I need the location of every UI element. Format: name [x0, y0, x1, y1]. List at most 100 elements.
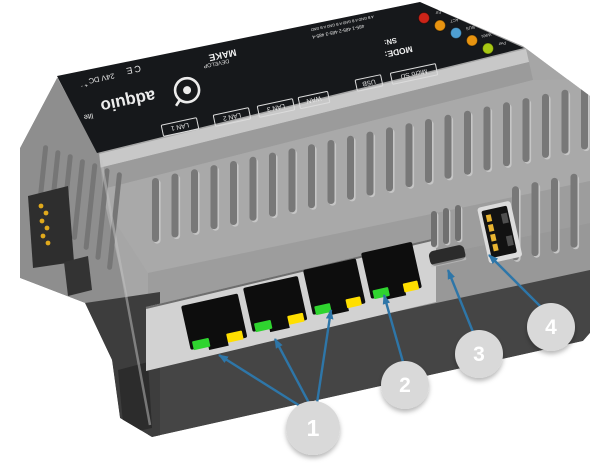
vent-slot: [561, 89, 571, 156]
callout-1-line-b: [273, 338, 311, 404]
vent-slot: [405, 123, 415, 189]
status-led-pwr: [482, 42, 494, 55]
vent-slot: [107, 172, 122, 270]
vent-slot: [425, 119, 434, 185]
vent-slot: [83, 163, 98, 250]
vent-slot: [366, 131, 376, 198]
vent-slot: [269, 152, 278, 219]
din-foot: [118, 362, 152, 434]
vent-slot: [230, 161, 239, 227]
serial-number-label: SN:: [383, 36, 398, 47]
vent-slot: [443, 208, 451, 246]
din-clip-tab: [64, 256, 92, 296]
strip-label-lan3: LAN 3: [256, 98, 296, 118]
callout-1-line-a: [218, 353, 301, 408]
port-led-yellow: [226, 330, 244, 343]
callout-1-line-c: [315, 309, 334, 404]
vent-slot: [483, 106, 493, 173]
svg-text:WAN: WAN: [305, 94, 321, 104]
status-led-bus: [450, 27, 462, 39]
callout-3-line: [446, 269, 475, 333]
corner-highlight: [99, 159, 152, 426]
ethernet-port-wan: [361, 242, 422, 300]
port-led-yellow: [345, 296, 362, 309]
vent-slot: [503, 102, 512, 168]
vent-slot: [581, 85, 590, 152]
variant-text: lite: [83, 111, 94, 122]
vent-slot: [308, 144, 317, 210]
vent-slot: [191, 169, 200, 235]
callout-2-marker: 2: [381, 361, 429, 409]
port-strip-labels: LAN 1 LAN 2 LAN 3 WAN USB Micro SD: [160, 63, 438, 137]
cap-lip: [95, 49, 529, 169]
strip-label-lan2: LAN 2: [212, 107, 252, 127]
ethernet-port-lan2: [243, 276, 308, 333]
callout-2-number: 2: [399, 374, 411, 397]
port-led-yellow: [287, 312, 305, 325]
status-led-wan: [466, 34, 478, 47]
callout-2-line: [382, 294, 405, 363]
ethernet-port-lan1: [181, 293, 247, 351]
callout-1-number: 1: [307, 415, 320, 441]
vent-slot: [71, 159, 85, 240]
port-led-green: [192, 337, 211, 351]
vent-slot: [542, 93, 551, 160]
vent-slot: [386, 127, 395, 193]
bottom-dark-band: [148, 270, 590, 437]
status-leds: Err ACT BUS WAN Pwr: [418, 9, 507, 55]
vent-slot: [570, 173, 580, 250]
callout-4-number: 4: [545, 316, 557, 339]
vent-slot: [551, 177, 560, 254]
status-led-wan-label: WAN: [481, 32, 492, 39]
callout-3-marker: 3: [455, 330, 503, 378]
strip-label-usb: USB: [354, 74, 384, 92]
vent-slot: [464, 110, 473, 177]
vent-slot: [152, 178, 161, 244]
svg-text:LAN 2: LAN 2: [222, 111, 242, 122]
vent-slot: [431, 211, 439, 249]
vent-slot: [347, 135, 356, 202]
callout-3-number: 3: [473, 343, 485, 366]
connector-gold-pins: [38, 203, 51, 246]
usb-port: [477, 201, 522, 264]
callout-4-line: [488, 254, 543, 309]
vent-slot: [171, 173, 181, 240]
vent-slot: [522, 98, 532, 164]
polarity-marks: + -: [80, 81, 88, 88]
vent-slot: [455, 205, 463, 243]
left-side-vents: [36, 145, 122, 270]
status-led-pwr-label: Pwr: [498, 40, 507, 47]
maker-text-secondary: DEVELOP: [203, 57, 230, 68]
status-led-err: [418, 12, 430, 24]
status-led-act-label: ACT: [449, 17, 459, 24]
port-led-yellow: [402, 280, 420, 293]
vent-slot: [288, 148, 298, 214]
side-bus-connector: [28, 186, 74, 268]
vent-slot: [327, 140, 337, 206]
vent-slot: [531, 182, 541, 258]
port-led-green: [254, 319, 273, 333]
micro-sd-slot: [428, 245, 467, 268]
status-led-err-label: Err: [434, 9, 441, 15]
strip-label-lan1: LAN 1: [160, 117, 200, 137]
vent-slot: [210, 165, 220, 231]
callout-1-marker: 1: [286, 401, 340, 455]
svg-text:LAN 1: LAN 1: [170, 121, 190, 132]
ce-mark: CE: [124, 63, 142, 76]
callout-lines: [218, 254, 543, 408]
usb-gold-contacts: [485, 214, 499, 252]
svg-text:USB: USB: [361, 77, 376, 87]
strip-label-wan: WAN: [297, 90, 331, 110]
svg-text:LAN 3: LAN 3: [266, 102, 286, 113]
callout-4-marker: 4: [527, 303, 575, 351]
status-led-bus-label: BUS: [465, 25, 475, 32]
cap-front-face: [95, 62, 533, 191]
adquio-logo-icon: [173, 76, 201, 107]
vent-slot: [444, 114, 454, 181]
vent-slot: [249, 156, 259, 223]
callout-markers: 1 2 3 4: [286, 303, 575, 455]
top-label-panel: 24V DC + - CE MAKE DEVELOP A B GND A B G…: [57, 2, 524, 153]
label-panel-surface: [57, 2, 524, 153]
